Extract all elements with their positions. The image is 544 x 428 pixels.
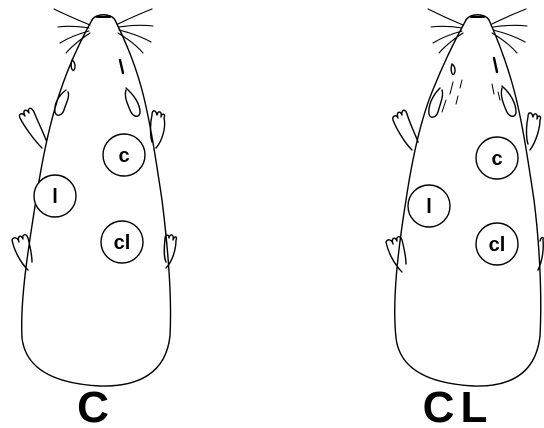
paw-front-left-c bbox=[19, 108, 46, 148]
marker-cl-text-panel-c: cl bbox=[114, 232, 131, 254]
marker-cl-text-panel-cl: cl bbox=[489, 234, 506, 256]
ear-right-c bbox=[125, 88, 140, 116]
ear-left-cl bbox=[429, 88, 443, 117]
paw-hind-left-c bbox=[12, 235, 32, 270]
whiskers-left-c bbox=[54, 9, 90, 53]
whiskers-right-c bbox=[118, 9, 153, 53]
panel-label-c: C bbox=[77, 383, 109, 428]
paw-hind-left-cl bbox=[386, 237, 406, 272]
paw-front-left-cl bbox=[393, 110, 418, 150]
marker-c-text-panel-cl: c bbox=[491, 148, 502, 170]
paw-front-right-cl bbox=[527, 113, 541, 150]
marker-l-text-panel-cl: l bbox=[426, 196, 432, 218]
panel-label-cl: CL bbox=[423, 383, 494, 428]
whiskers-right-cl bbox=[492, 9, 527, 53]
marker-l-text-panel-c: l bbox=[52, 186, 58, 208]
marker-c-text-panel-c: c bbox=[118, 145, 129, 167]
whiskers-left-cl bbox=[428, 9, 463, 53]
